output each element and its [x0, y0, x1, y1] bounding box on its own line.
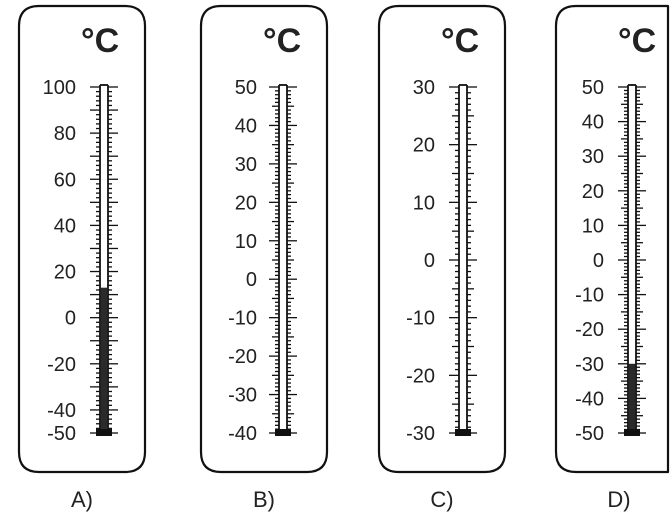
scale-label: 100: [43, 77, 76, 99]
scale-label: 20: [582, 181, 604, 203]
thermometer-frame: [554, 4, 670, 474]
scale-label: 80: [54, 123, 76, 145]
scale-label: 20: [235, 192, 257, 214]
thermometer-frame: [377, 4, 507, 474]
thermometer-c: °C 30 20 10 0 -10 -20 -30C): [377, 4, 507, 512]
option-caption: B): [253, 487, 275, 512]
scale-label: -10: [575, 285, 604, 307]
scale-label: 20: [413, 135, 435, 157]
option-caption: C): [430, 487, 453, 512]
scale-label: 50: [582, 77, 604, 99]
liquid-column: [100, 287, 108, 435]
scale-label: 50: [235, 77, 257, 99]
scale-label: 30: [235, 154, 257, 176]
liquid-column: [628, 363, 636, 435]
scale-label: 30: [582, 146, 604, 168]
thermometer-bulb: [96, 429, 112, 436]
scale-label: 0: [65, 308, 76, 330]
thermometer-bulb: [455, 429, 471, 436]
scale-label: -20: [575, 319, 604, 341]
scale-label: 0: [593, 250, 604, 272]
scale-label: -50: [575, 423, 604, 445]
option-caption: A): [71, 487, 93, 512]
scale-label: -30: [406, 423, 435, 445]
thermometer-bulb: [275, 429, 291, 436]
scale-label: 0: [246, 269, 257, 291]
scale-label: 10: [582, 215, 604, 237]
scale-label: 40: [54, 215, 76, 237]
option-caption: D): [607, 487, 630, 512]
scale-label: 10: [413, 192, 435, 214]
scale-label: -30: [575, 354, 604, 376]
scale-label: 0: [424, 250, 435, 272]
scale-label: -20: [406, 365, 435, 387]
scale-label: -20: [228, 346, 257, 368]
scale-label: 30: [413, 77, 435, 99]
scale-label: -40: [575, 388, 604, 410]
unit-symbol: °C: [81, 22, 119, 60]
thermometer-frame: [199, 4, 329, 474]
thermometer-d: °C 50 40 30 20 10 0 -10 -20 -30 -40 -50D): [554, 4, 670, 512]
scale-label: 60: [54, 169, 76, 191]
scale-label: -50: [47, 423, 76, 445]
scale-label: 40: [582, 112, 604, 134]
scale-label: -30: [228, 385, 257, 407]
scale-label: -20: [47, 354, 76, 376]
unit-symbol: °C: [441, 22, 479, 60]
unit-symbol: °C: [618, 22, 656, 60]
scale-label: 40: [235, 115, 257, 137]
thermometer-bulb: [624, 429, 640, 436]
scale-label: -10: [406, 308, 435, 330]
scale-label: -40: [47, 400, 76, 422]
thermometer-frame: [17, 4, 147, 474]
thermometer-b: °C 50 40 30 20 10 0 -10 -20 -30 -40B): [199, 4, 329, 512]
unit-symbol: °C: [263, 22, 301, 60]
scale-label: -10: [228, 308, 257, 330]
scale-label: 10: [235, 231, 257, 253]
scale-label: -40: [228, 423, 257, 445]
scale-label: 20: [54, 262, 76, 284]
